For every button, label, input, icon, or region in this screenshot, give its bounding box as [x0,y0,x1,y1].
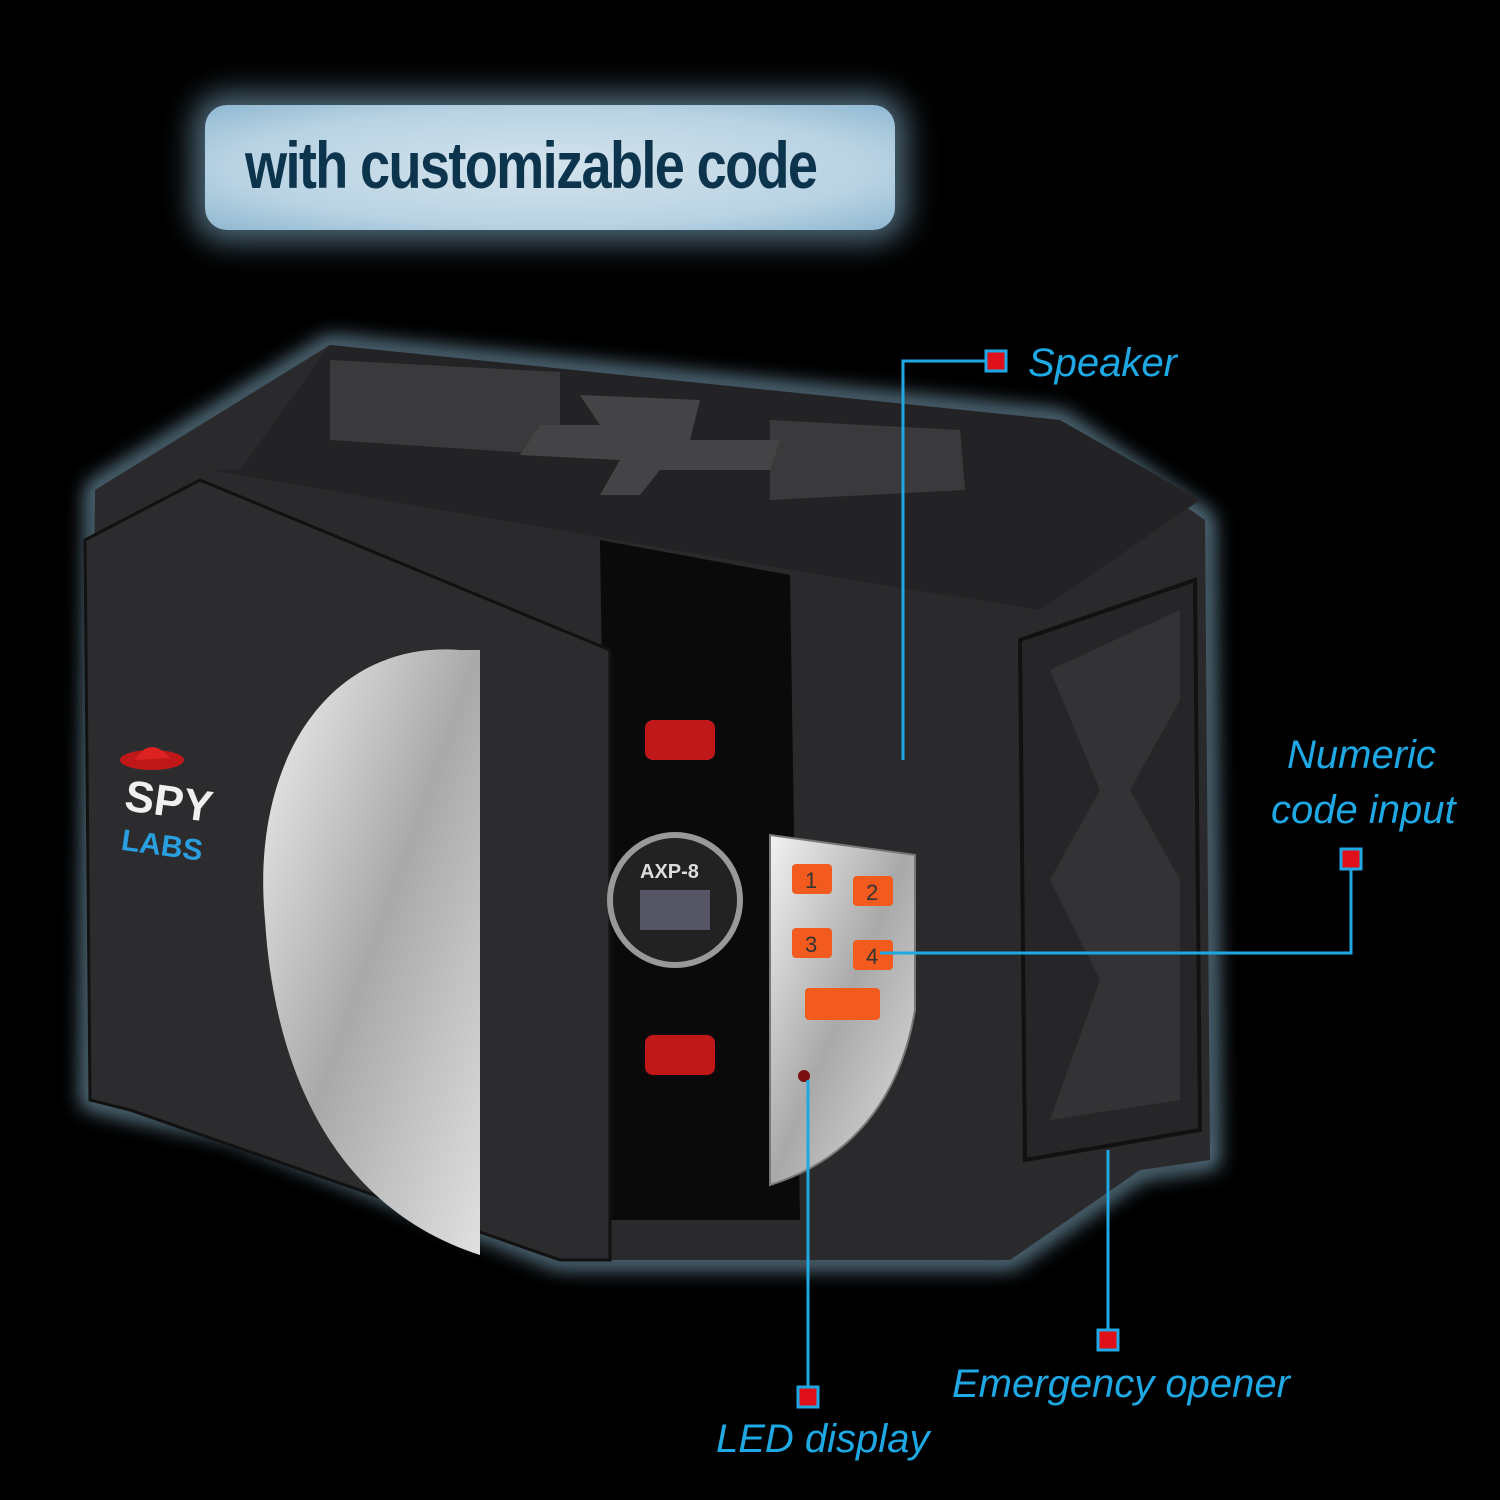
callout-markers [796,349,1363,1409]
feature-banner: with customizable code [205,105,895,230]
led-marker [796,1385,820,1409]
top-panel-right [770,420,965,500]
callout-lines [806,359,1353,1387]
brand-logo: SPY LABS [119,746,216,868]
keypad: 1 2 3 4 [792,864,893,1020]
key-4-label: 4 [866,944,878,969]
device-roller-top [645,720,715,760]
key-2[interactable] [853,876,893,906]
callout-led: LED display [716,1417,930,1461]
key-1[interactable] [792,864,832,894]
callout-speaker: Speaker [1028,341,1177,385]
top-x-emblem [520,395,780,495]
device-roller-bottom [645,1035,715,1075]
side-x-emblem [1050,610,1180,1120]
led-light [798,1070,810,1082]
key-4[interactable] [853,940,893,970]
key-3-label: 3 [805,932,817,957]
device-label: AXP-8 [640,861,699,883]
callout-numeric-line1: Numeric [1287,733,1436,777]
key-2-label: 2 [866,880,878,905]
logo-spy-text: SPY [122,771,216,832]
logo-hat-crown [135,746,170,760]
callout-emergency: Emergency opener [952,1362,1290,1406]
top-panel-left [330,360,560,455]
key-1-label: 1 [805,868,817,893]
callout-numeric-line2: code input [1271,788,1456,832]
numeric-callout-line [880,869,1353,955]
emergency-marker [1096,1328,1120,1352]
device-screen [640,890,710,930]
key-3[interactable] [792,928,832,958]
banner-text: with customizable code [245,128,818,202]
door-steel-plate [263,649,480,1255]
key-enter[interactable] [805,988,880,1020]
numeric-marker [1339,847,1363,871]
speaker-marker [984,349,1008,373]
logo-hat-brim [120,750,184,770]
speaker-callout-line [901,359,986,760]
